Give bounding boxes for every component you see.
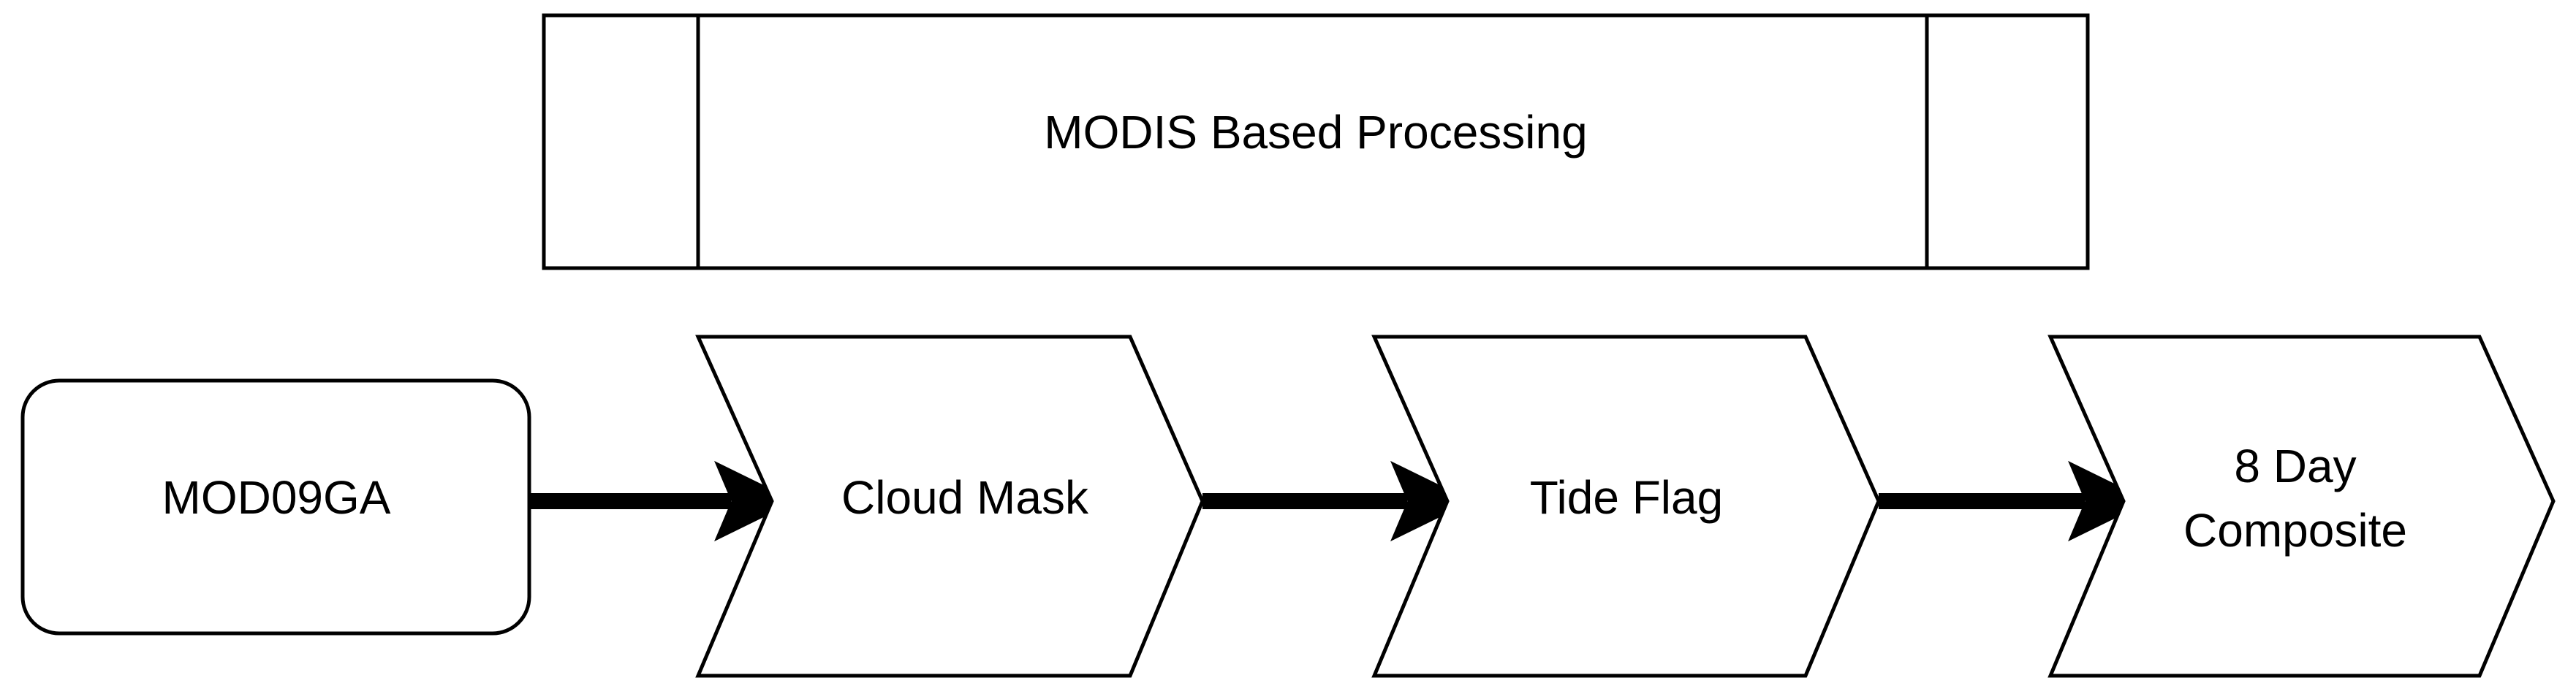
source-node-label: MOD09GA bbox=[162, 471, 391, 524]
step-tide-flag: Tide Flag bbox=[1371, 335, 1881, 678]
arrow-head bbox=[1390, 460, 1473, 542]
arrow-tide-flag-to-composite bbox=[1879, 460, 2151, 542]
modis-processing-frame bbox=[542, 13, 2090, 270]
arrow-head bbox=[2068, 460, 2151, 542]
step-cloud-mask: Cloud Mask bbox=[695, 335, 1205, 678]
arrow-source-to-cloud-mask bbox=[529, 460, 797, 542]
step-8-day-composite-label-line1: 8 Day bbox=[2234, 440, 2356, 492]
step-8-day-composite: 8 Day Composite bbox=[2047, 335, 2556, 678]
arrow-cloud-mask-to-tide-flag bbox=[1202, 460, 1473, 542]
step-8-day-composite-chevron bbox=[2047, 335, 2556, 678]
arrow-head bbox=[714, 460, 797, 542]
step-tide-flag-label: Tide Flag bbox=[1530, 471, 1723, 524]
source-node-mod09ga: MOD09GA bbox=[20, 378, 531, 636]
step-tide-flag-chevron bbox=[1371, 335, 1881, 678]
modis-processing-label: MODIS Based Processing bbox=[1044, 106, 1587, 159]
step-cloud-mask-label: Cloud Mask bbox=[841, 471, 1089, 524]
step-cloud-mask-chevron bbox=[695, 335, 1205, 678]
step-8-day-composite-label-line2: Composite bbox=[2183, 504, 2407, 557]
modis-processing-box: MODIS Based Processing bbox=[542, 13, 2090, 270]
